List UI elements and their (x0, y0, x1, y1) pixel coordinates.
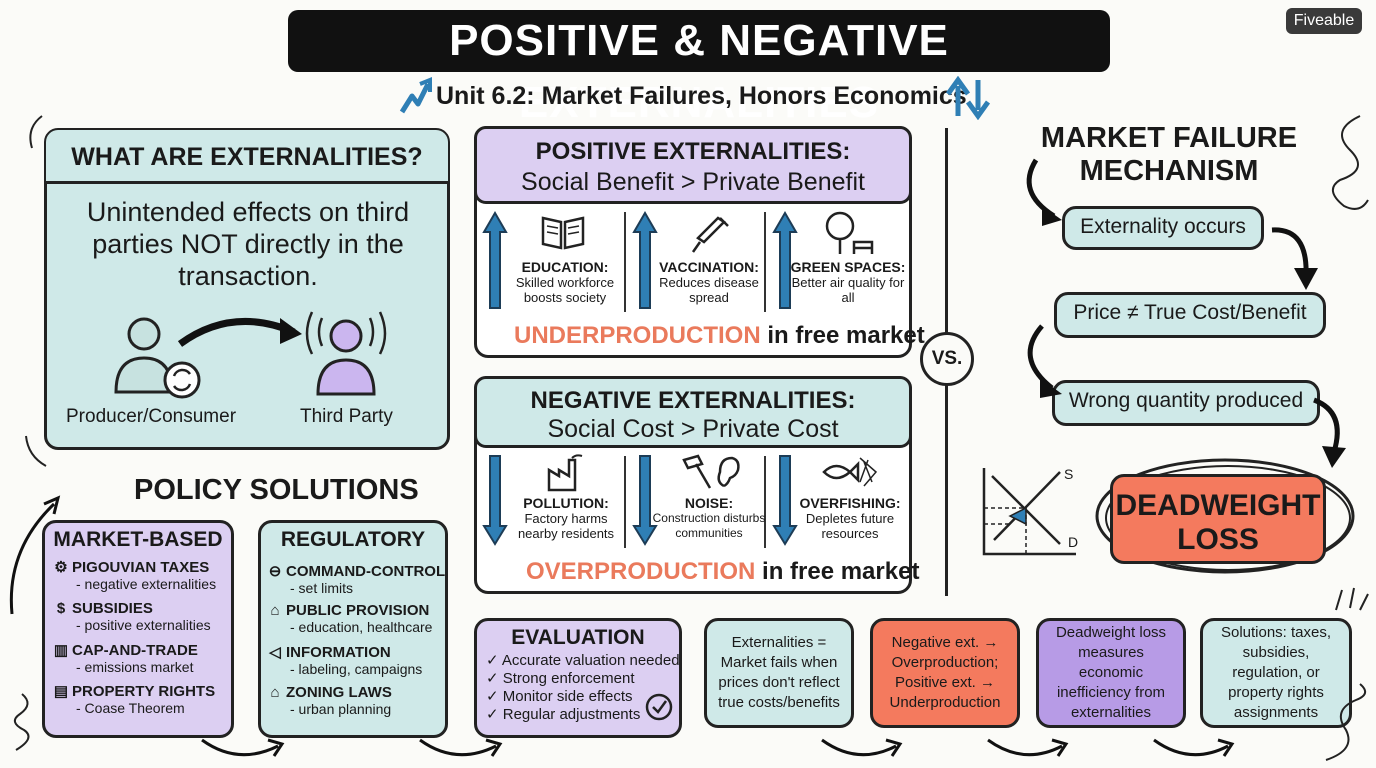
document-icon: ▤ (53, 683, 69, 700)
title-banner: POSITIVE & NEGATIVE EXTERNALITIES (288, 10, 1110, 127)
positive-item-vaccination: VACCINATION: Reduces disease spread (659, 259, 759, 306)
evaluation-panel (474, 618, 682, 738)
brand-logo: Fiveable (1286, 8, 1362, 34)
summary-box-3: Deadweight loss measures economic ineffi… (1036, 618, 1186, 728)
regulatory-panel (258, 520, 448, 738)
bar-chart-icon: ▥ (53, 642, 69, 659)
policy-item-property-rights: ▤PROPERTY RIGHTS - Coase Theorem (50, 682, 232, 716)
market-based-panel (42, 520, 234, 738)
curved-arrow-icon (1271, 227, 1318, 290)
doodle-squiggle (1332, 115, 1369, 210)
graph-s-label: S (1064, 466, 1074, 482)
third-party-label: Third Party (300, 406, 393, 427)
what-heading: WHAT ARE EXTERNALITIES? (46, 130, 448, 184)
negative-item-pollution: POLLUTION: Factory harms nearby resident… (517, 495, 615, 542)
doodle-spark (1335, 587, 1369, 611)
money-bag-icon: $ (56, 600, 66, 617)
evaluation-item: ✓ Strong enforcement (486, 670, 635, 687)
policy-item-public-provision: ⌂PUBLIC PROVISION - education, healthcar… (264, 602, 448, 635)
flow-arrow-icon (987, 738, 1069, 757)
divider (764, 212, 766, 312)
summary-box-4: Solutions: taxes, subsidies, regulation,… (1200, 618, 1352, 728)
graph-d-label: D (1068, 534, 1079, 550)
policy-item-subsidies: $SUBSIDIES - positive externalities (50, 600, 232, 633)
mechanism-step-3: Wrong quantity produced (1052, 380, 1320, 426)
what-definition: Unintended effects on third parties NOT … (86, 197, 410, 291)
flow-arrow-icon (1153, 738, 1235, 757)
positive-result: UNDERPRODUCTION in free market (514, 322, 925, 349)
arrow-down-icon (772, 455, 798, 546)
policy-item-zoning: ⌂ZONING LAWS - urban planning (264, 684, 448, 717)
book-icon (541, 216, 585, 250)
positive-item-green-spaces: GREEN SPACES: Better air quality for all (790, 259, 906, 306)
school-icon: ⌂ (270, 602, 280, 619)
megaphone-icon: ◁ (269, 644, 281, 661)
up-down-arrows-icon (945, 76, 991, 120)
flow-arrow-icon (419, 738, 503, 757)
tree-icon (825, 211, 874, 254)
evaluation-item: ✓ Monitor side effects (486, 688, 633, 705)
negative-heading: NEGATIVE EXTERNALITIES: Social Cost > Pr… (474, 376, 912, 448)
arrow-down-icon (482, 455, 508, 546)
divider (624, 456, 626, 548)
flow-arrow-icon (821, 738, 903, 757)
trend-up-icon (399, 77, 432, 114)
doodle-squiggle (1325, 683, 1367, 761)
divider (764, 456, 766, 548)
divider (624, 212, 626, 312)
negative-item-overfishing: OVERFISHING: Depletes future resources (799, 495, 901, 542)
mechanism-step-1: Externality occurs (1062, 206, 1264, 250)
summary-box-2: Negative ext. → Overproduction; Positive… (870, 618, 1020, 728)
doodle-spark (29, 115, 43, 149)
factory-icon (547, 454, 583, 492)
curved-arrow-icon (1027, 324, 1062, 398)
arrow-down-icon (632, 455, 658, 546)
producer-icon (114, 317, 201, 399)
arrow-up-icon (772, 211, 798, 309)
policy-item-cap-and-trade: ▥CAP-AND-TRADE - emissions market (50, 641, 232, 675)
arrow-up-icon (632, 211, 658, 309)
doodle-spark (25, 435, 47, 467)
supply-demand-graph (982, 468, 1076, 556)
mechanism-step-2: Price ≠ True Cost/Benefit (1054, 292, 1326, 338)
gear-icon: ⚙ (54, 559, 68, 576)
mechanism-heading: MARKET FAILURE MECHANISM (1040, 122, 1298, 187)
fish-net-icon (822, 457, 878, 487)
regulatory-heading: REGULATORY (280, 528, 426, 551)
deadweight-circle-scribble (1095, 458, 1355, 574)
house-icon: ⌂ (270, 684, 280, 701)
positive-heading: POSITIVE EXTERNALITIES: Social Benefit >… (474, 126, 912, 204)
curved-arrow-icon (1026, 158, 1062, 226)
policy-item-command-control: ⊖COMMAND-CONTROL - set limits (264, 562, 448, 596)
evaluation-list: ✓ Accurate valuation needed ✓ Strong enf… (486, 652, 680, 724)
evaluation-item: ✓ Accurate valuation needed (486, 652, 680, 669)
summary-box-1: Externalities = Market fails when prices… (704, 618, 854, 728)
policy-item-pigouvian: ⚙PIGOUVIAN TAXES - negative externalitie… (50, 558, 232, 592)
curved-arrow-icon (9, 495, 61, 615)
market-based-heading: MARKET-BASED (53, 528, 223, 551)
negative-result: OVERPRODUCTION in free market (526, 558, 920, 585)
syringe-icon (691, 216, 729, 253)
negative-item-noise: NOISE: Construction disturbs communities (652, 495, 766, 541)
no-entry-icon: ⊖ (268, 563, 282, 580)
positive-item-education: EDUCATION: Skilled workforce boosts soci… (515, 259, 615, 306)
doodle-swirl (13, 693, 30, 751)
effect-arrow-icon (177, 317, 302, 347)
page-title: POSITIVE & NEGATIVE EXTERNALITIES (449, 16, 949, 127)
policy-heading: POLICY SOLUTIONS (134, 474, 419, 506)
flow-arrow-icon (201, 738, 285, 757)
check-circle-icon (645, 693, 673, 721)
third-party-icon (305, 311, 387, 396)
policy-item-information: ◁INFORMATION - labeling, campaigns (264, 643, 448, 677)
arrow-up-icon (482, 211, 508, 309)
deadweight-loss-box: DEADWEIGHT LOSS (1110, 474, 1326, 564)
subtitle: Unit 6.2: Market Failures, Honors Econom… (436, 82, 967, 110)
producer-label: Producer/Consumer (66, 406, 237, 427)
evaluation-item: ✓ Regular adjustments (486, 706, 641, 723)
hammer-ear-icon (682, 454, 740, 489)
curved-arrow-icon (1313, 397, 1346, 468)
vs-badge: VS. (920, 332, 974, 386)
evaluation-heading: EVALUATION (511, 626, 645, 649)
